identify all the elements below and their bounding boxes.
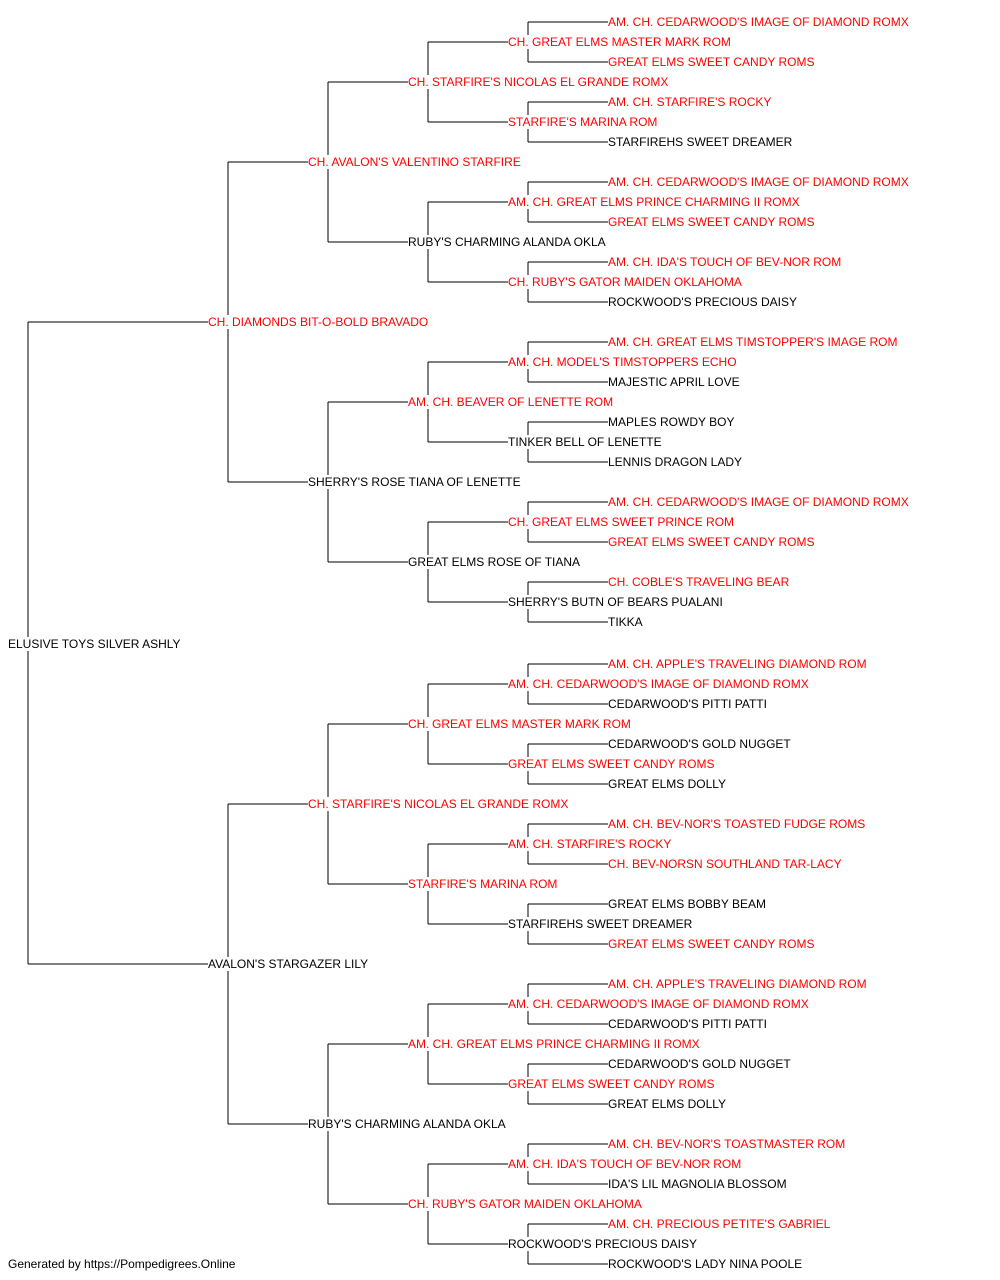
sire-name-gen1: CH. DIAMONDS BIT-O-BOLD BRAVADO	[208, 315, 431, 329]
sire-name-gen5: GREAT ELMS BOBBY BEAM	[608, 897, 769, 911]
sire-name-gen5: AM. CH. BEV-NOR'S TOASTED FUDGE ROMS	[608, 817, 868, 831]
dam-name-gen5: GREAT ELMS SWEET CANDY ROMS	[608, 215, 817, 229]
dam-name-gen5: TIKKA	[608, 615, 645, 629]
sire-name-gen2: CH. AVALON'S VALENTINO STARFIRE	[308, 155, 523, 169]
dam-name-gen5: CH. BEV-NORSN SOUTHLAND TAR-LACY	[608, 857, 844, 871]
sire-name-gen5: AM. CH. CEDARWOOD'S IMAGE OF DIAMOND ROM…	[608, 495, 911, 509]
dam-name-gen3: STARFIRE'S MARINA ROM	[408, 877, 560, 891]
dam-name-gen3: GREAT ELMS ROSE OF TIANA	[408, 555, 583, 569]
dam-name-gen4: TINKER BELL OF LENETTE	[508, 435, 664, 449]
dam-name-gen5: ROCKWOOD'S LADY NINA POOLE	[608, 1257, 805, 1271]
dam-name-gen3: RUBY'S CHARMING ALANDA OKLA	[408, 235, 608, 249]
sire-name-gen5: AM. CH. STARFIRE'S ROCKY	[608, 95, 774, 109]
sire-name-gen5: CEDARWOOD'S GOLD NUGGET	[608, 737, 793, 751]
sire-name-gen5: AM. CH. CEDARWOOD'S IMAGE OF DIAMOND ROM…	[608, 175, 911, 189]
dam-name-gen5: LENNIS DRAGON LADY	[608, 455, 745, 469]
sire-name-gen3: AM. CH. GREAT ELMS PRINCE CHARMING II RO…	[408, 1037, 702, 1051]
dam-name-gen5: GREAT ELMS SWEET CANDY ROMS	[608, 55, 817, 69]
subject-dog-name: ELUSIVE TOYS SILVER ASHLY	[8, 637, 183, 651]
sire-name-gen5: AM. CH. IDA'S TOUCH OF BEV-NOR ROM	[608, 255, 844, 269]
sire-name-gen5: MAPLES ROWDY BOY	[608, 415, 737, 429]
sire-name-gen4: AM. CH. GREAT ELMS PRINCE CHARMING II RO…	[508, 195, 802, 209]
sire-name-gen3: CH. GREAT ELMS MASTER MARK ROM	[408, 717, 633, 731]
sire-name-gen4: AM. CH. MODEL'S TIMSTOPPERS ECHO	[508, 355, 739, 369]
dam-name-gen5: IDA'S LIL MAGNOLIA BLOSSOM	[608, 1177, 789, 1191]
sire-name-gen4: AM. CH. CEDARWOOD'S IMAGE OF DIAMOND ROM…	[508, 997, 811, 1011]
dam-name-gen5: GREAT ELMS SWEET CANDY ROMS	[608, 535, 817, 549]
sire-name-gen5: CEDARWOOD'S GOLD NUGGET	[608, 1057, 793, 1071]
dam-name-gen4: GREAT ELMS SWEET CANDY ROMS	[508, 757, 717, 771]
dam-name-gen3: CH. RUBY'S GATOR MAIDEN OKLAHOMA	[408, 1197, 644, 1211]
dam-name-gen5: GREAT ELMS SWEET CANDY ROMS	[608, 937, 817, 951]
dam-name-gen5: GREAT ELMS DOLLY	[608, 1097, 729, 1111]
dam-name-gen4: STARFIREHS SWEET DREAMER	[508, 917, 695, 931]
sire-name-gen4: CH. GREAT ELMS SWEET PRINCE ROM	[508, 515, 737, 529]
dam-name-gen4: ROCKWOOD'S PRECIOUS DAISY	[508, 1237, 699, 1251]
sire-name-gen5: AM. CH. CEDARWOOD'S IMAGE OF DIAMOND ROM…	[608, 15, 911, 29]
sire-name-gen5: AM. CH. APPLE'S TRAVELING DIAMOND ROM	[608, 977, 869, 991]
sire-name-gen4: AM. CH. IDA'S TOUCH OF BEV-NOR ROM	[508, 1157, 744, 1171]
dam-name-gen4: SHERRY'S BUTN OF BEARS PUALANI	[508, 595, 725, 609]
dam-name-gen5: CEDARWOOD'S PITTI PATTI	[608, 697, 769, 711]
sire-name-gen5: AM. CH. APPLE'S TRAVELING DIAMOND ROM	[608, 657, 869, 671]
dam-name-gen2: SHERRY'S ROSE TIANA OF LENETTE	[308, 475, 523, 489]
sire-name-gen5: AM. CH. PRECIOUS PETITE'S GABRIEL	[608, 1217, 833, 1231]
sire-name-gen2: CH. STARFIRE'S NICOLAS EL GRANDE ROMX	[308, 797, 571, 811]
generator-credit: Generated by https://Pompedigrees.Online	[8, 1257, 236, 1271]
sire-name-gen4: AM. CH. STARFIRE'S ROCKY	[508, 837, 674, 851]
sire-name-gen5: AM. CH. GREAT ELMS TIMSTOPPER'S IMAGE RO…	[608, 335, 900, 349]
sire-name-gen3: CH. STARFIRE'S NICOLAS EL GRANDE ROMX	[408, 75, 671, 89]
dam-name-gen5: STARFIREHS SWEET DREAMER	[608, 135, 795, 149]
dam-name-gen4: CH. RUBY'S GATOR MAIDEN OKLAHOMA	[508, 275, 744, 289]
dam-name-gen1: AVALON'S STARGAZER LILY	[208, 957, 371, 971]
dam-name-gen4: STARFIRE'S MARINA ROM	[508, 115, 660, 129]
sire-name-gen3: AM. CH. BEAVER OF LENETTE ROM	[408, 395, 616, 409]
dam-name-gen5: CEDARWOOD'S PITTI PATTI	[608, 1017, 769, 1031]
dam-name-gen2: RUBY'S CHARMING ALANDA OKLA	[308, 1117, 508, 1131]
sire-name-gen5: CH. COBLE'S TRAVELING BEAR	[608, 575, 792, 589]
sire-name-gen5: AM. CH. BEV-NOR'S TOASTMASTER ROM	[608, 1137, 848, 1151]
dam-name-gen5: MAJESTIC APRIL LOVE	[608, 375, 742, 389]
sire-name-gen4: CH. GREAT ELMS MASTER MARK ROM	[508, 35, 733, 49]
dam-name-gen4: GREAT ELMS SWEET CANDY ROMS	[508, 1077, 717, 1091]
sire-name-gen4: AM. CH. CEDARWOOD'S IMAGE OF DIAMOND ROM…	[508, 677, 811, 691]
dam-name-gen5: GREAT ELMS DOLLY	[608, 777, 729, 791]
dam-name-gen5: ROCKWOOD'S PRECIOUS DAISY	[608, 295, 799, 309]
